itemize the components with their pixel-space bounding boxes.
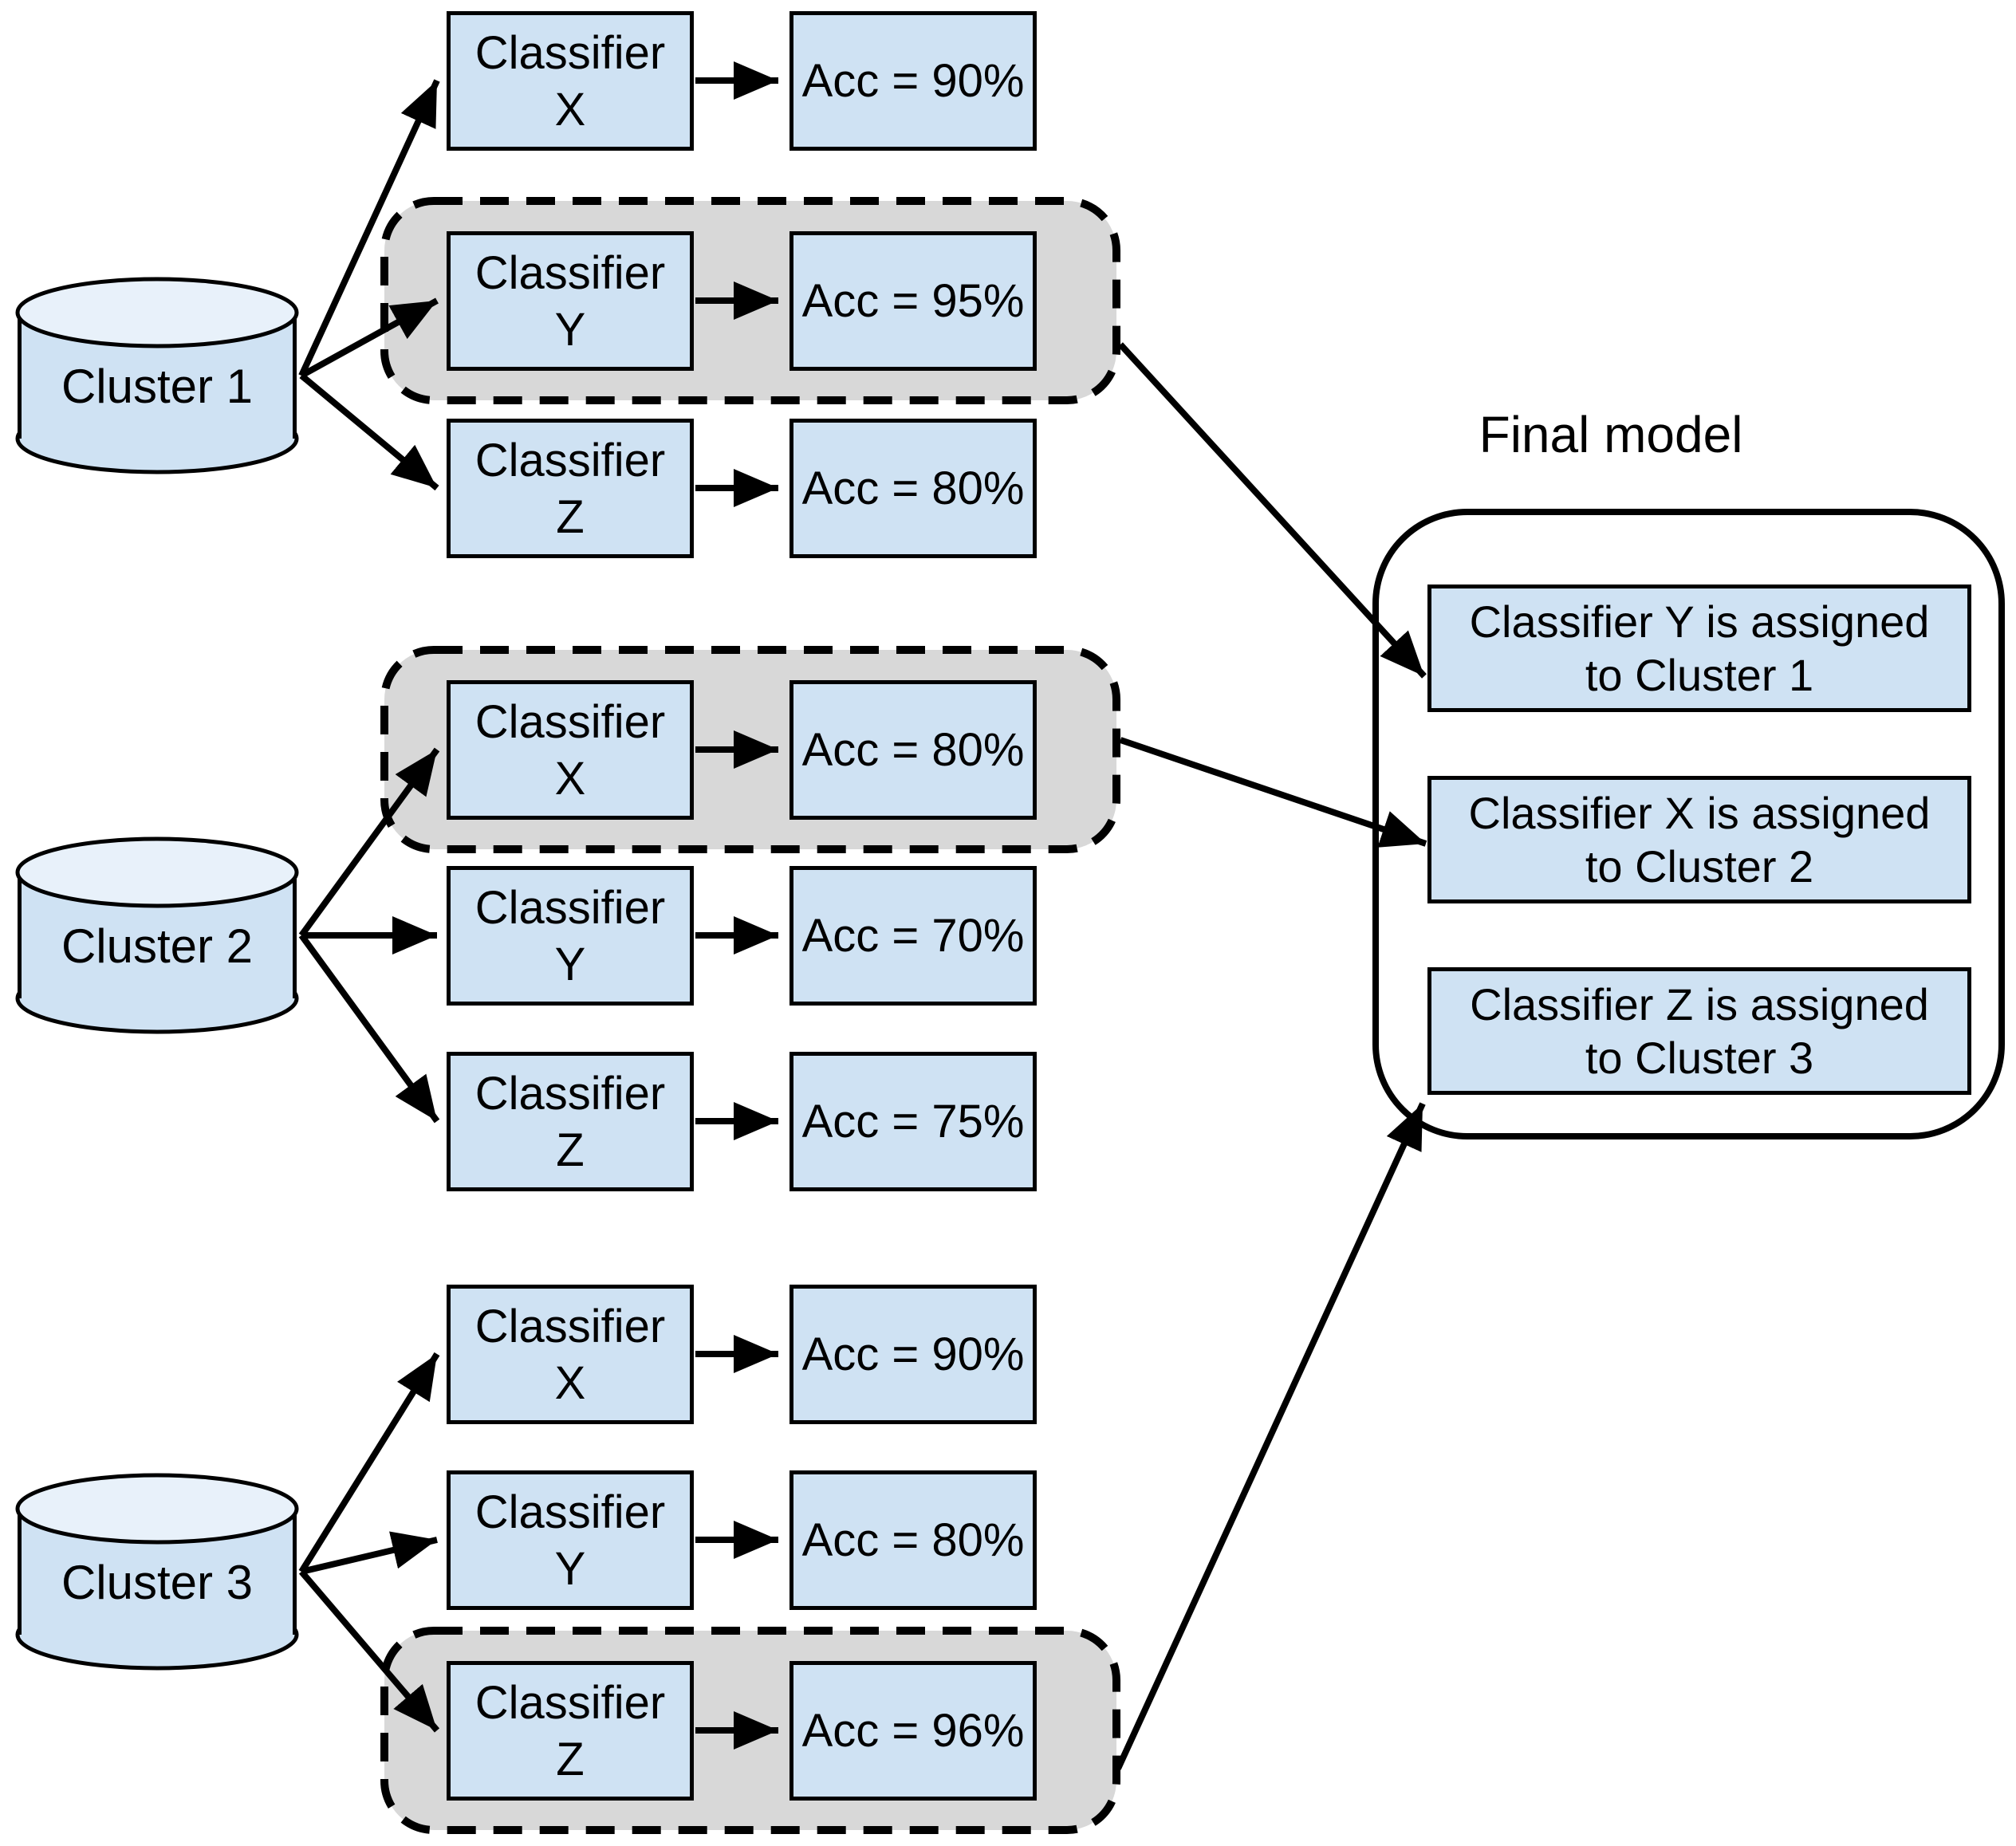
acc-value: Acc = 80% xyxy=(801,724,1025,776)
acc-box-cluster1-y: Acc = 95% xyxy=(789,231,1037,371)
arrow-cluster3-to-classifier-x xyxy=(298,1352,440,1574)
acc-value: Acc = 80% xyxy=(801,1514,1025,1566)
acc-box-cluster3-x: Acc = 90% xyxy=(789,1285,1037,1424)
acc-box-cluster3-z: Acc = 96% xyxy=(789,1661,1037,1801)
acc-box-cluster2-z: Acc = 75% xyxy=(789,1052,1037,1191)
acc-value: Acc = 75% xyxy=(801,1096,1025,1147)
arrow-cluster1-to-classifier-y xyxy=(300,297,439,379)
assignment-line2: to Cluster 2 xyxy=(1585,841,1814,892)
classifier-name: Classifier xyxy=(474,246,666,299)
assignment-line1: Classifier X is assigned xyxy=(1468,788,1931,838)
classifier-box-cluster2-x: Classifier X xyxy=(447,680,694,820)
cluster-label-1: Cluster 1 xyxy=(61,360,254,413)
cylinder-top xyxy=(15,836,299,908)
acc-value: Acc = 90% xyxy=(801,1328,1025,1380)
acc-value: Acc = 96% xyxy=(801,1705,1025,1757)
classifier-box-cluster3-y: Classifier Y xyxy=(447,1470,694,1610)
cylinder-cluster1 xyxy=(15,277,299,474)
classifier-variant: Z xyxy=(556,490,585,543)
acc-box-cluster3-y: Acc = 80% xyxy=(789,1470,1037,1610)
classifier-variant: Z xyxy=(556,1124,585,1176)
arrow-cluster2-to-classifier-z xyxy=(298,933,440,1124)
classifier-box-cluster3-x: Classifier X xyxy=(447,1285,694,1424)
assignment-line1: Classifier Z is assigned xyxy=(1470,979,1929,1029)
acc-box-cluster1-x: Acc = 90% xyxy=(789,11,1037,151)
assignment-line2: to Cluster 1 xyxy=(1585,650,1814,700)
classifier-box-cluster2-z: Classifier Z xyxy=(447,1052,694,1191)
arrow-cluster2-to-classifier-x xyxy=(298,747,440,938)
classifier-name: Classifier xyxy=(474,434,666,486)
classifier-name: Classifier xyxy=(474,1300,666,1352)
classifier-name: Classifier xyxy=(474,1067,666,1120)
acc-value: Acc = 70% xyxy=(801,910,1025,962)
classifier-variant: Y xyxy=(554,938,586,990)
classifier-name: Classifier xyxy=(474,695,666,748)
classifier-name: Classifier xyxy=(474,1486,666,1538)
acc-value: Acc = 95% xyxy=(801,275,1025,327)
classifier-name: Classifier xyxy=(474,26,666,79)
cluster-label-2: Cluster 2 xyxy=(61,919,254,973)
acc-box-cluster2-y: Acc = 70% xyxy=(789,866,1037,1006)
arrow-cluster1-to-classifier-x xyxy=(298,79,440,377)
cylinder-top xyxy=(15,277,299,348)
cylinder-cluster2 xyxy=(15,836,299,1034)
cylinder-sides xyxy=(18,313,297,439)
arrow-group2-to-assignment2 xyxy=(1119,737,1427,848)
assignment-box-2: Classifier X is assigned to Cluster 2 xyxy=(1427,776,1971,903)
classifier-box-cluster1-z: Classifier Z xyxy=(447,419,694,558)
arrow-group3-to-assignment3 xyxy=(1115,1102,1426,1770)
classifier-name: Classifier xyxy=(474,1676,666,1729)
assignment-line1: Classifier Y is assigned xyxy=(1469,596,1930,647)
final-model-title: Final model xyxy=(1479,406,1743,463)
arrow-cluster1-to-classifier-z xyxy=(299,372,439,491)
classifier-box-cluster1-y: Classifier Y xyxy=(447,231,694,371)
acc-value: Acc = 80% xyxy=(801,462,1025,514)
acc-value: Acc = 90% xyxy=(801,55,1025,107)
assignment-box-3: Classifier Z is assigned to Cluster 3 xyxy=(1427,967,1971,1095)
classifier-box-cluster2-y: Classifier Y xyxy=(447,866,694,1006)
assignment-box-1: Classifier Y is assigned to Cluster 1 xyxy=(1427,585,1971,712)
acc-box-cluster2-x: Acc = 80% xyxy=(789,680,1037,820)
classifier-variant: Y xyxy=(554,1542,586,1595)
cylinder-sides xyxy=(18,872,297,998)
arrow-cluster3-to-classifier-y xyxy=(301,1531,438,1575)
classifier-variant: Y xyxy=(554,303,586,356)
classifier-variant: X xyxy=(554,752,586,805)
arrow-cluster3-to-classifier-z xyxy=(298,1569,440,1733)
arrow-group1-to-assignment1 xyxy=(1118,342,1427,679)
acc-box-cluster1-z: Acc = 80% xyxy=(789,419,1037,558)
classifier-name: Classifier xyxy=(474,881,666,934)
cluster-label-3: Cluster 3 xyxy=(61,1556,254,1609)
classifier-variant: Z xyxy=(556,1733,585,1785)
cylinder-cluster3 xyxy=(15,1473,299,1671)
cylinder-sides xyxy=(18,1509,297,1635)
classifier-box-cluster3-z: Classifier Z xyxy=(447,1661,694,1801)
cylinder-top xyxy=(15,1473,299,1545)
assignment-line2: to Cluster 3 xyxy=(1585,1033,1814,1083)
classifier-variant: X xyxy=(554,1356,586,1409)
classifier-box-cluster1-x: Classifier X xyxy=(447,11,694,151)
classifier-variant: X xyxy=(554,83,586,136)
